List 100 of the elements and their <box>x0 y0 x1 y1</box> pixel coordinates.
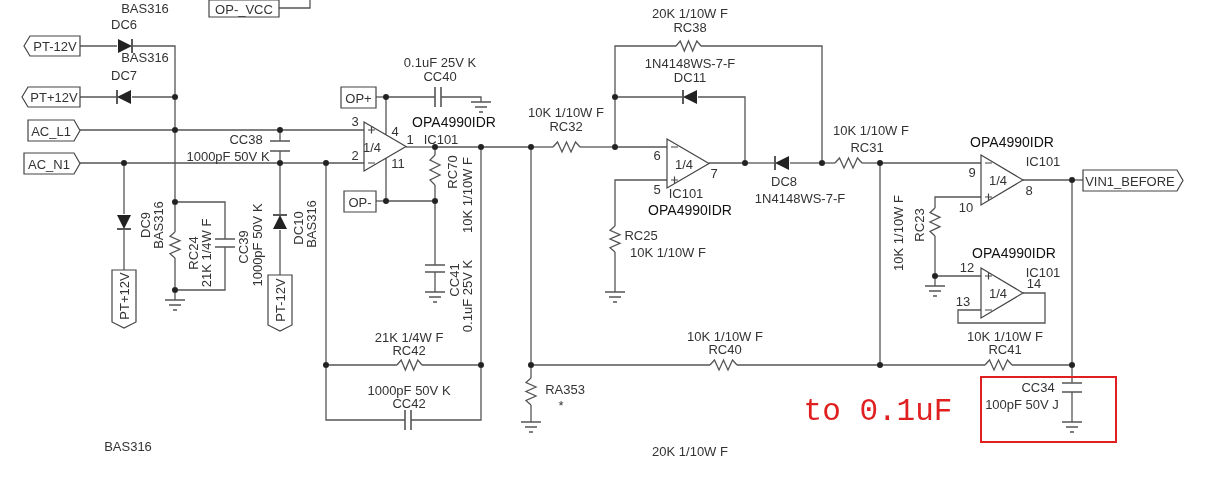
wire <box>530 149 532 363</box>
wire <box>328 162 365 164</box>
wire <box>617 146 668 148</box>
component-label: DC8 <box>771 174 797 188</box>
wire <box>1022 179 1070 181</box>
port-flag <box>1083 170 1183 191</box>
component-label: 10K 1/10W F <box>528 105 604 119</box>
wire <box>934 196 982 209</box>
port-flag <box>24 153 80 174</box>
component-label: BAS316 <box>104 439 152 453</box>
component-label: DC7 <box>111 68 137 82</box>
junction-dot <box>172 287 178 293</box>
resistor-symbol <box>835 157 862 169</box>
ground-symbol <box>165 300 185 310</box>
component-label: BAS316 <box>121 50 169 64</box>
wire <box>325 367 406 421</box>
wire <box>614 251 616 293</box>
wire <box>614 45 677 95</box>
component-label: 21K 1/4W F <box>199 218 213 288</box>
component-label: DC10 <box>291 211 305 245</box>
component-label: CC41 <box>447 263 461 297</box>
component-label: 12 <box>959 260 975 274</box>
component-label: CC40 <box>423 69 457 83</box>
wire <box>824 162 836 164</box>
junction-dot <box>528 362 534 368</box>
wire <box>617 96 683 98</box>
wire <box>131 96 173 98</box>
component-label: RC70 <box>445 155 459 189</box>
component-label: 1000pF 50V K <box>186 149 270 163</box>
junction-dot <box>877 362 883 368</box>
resistor-symbol <box>985 359 1012 371</box>
junction-dot <box>877 160 883 166</box>
component-label: 21K 1/4W F <box>374 330 444 344</box>
component-label: RC24 <box>186 236 200 270</box>
component-label: DC6 <box>111 17 137 31</box>
net-label: AC_N1 <box>28 157 70 170</box>
junction-dot <box>478 362 484 368</box>
wire <box>937 275 982 277</box>
component-label: 1 <box>406 132 414 146</box>
junction-dot <box>277 160 283 166</box>
wire <box>79 162 122 164</box>
part-number: OPA4990IDR <box>970 135 1054 149</box>
part-number: OPA4990IDR <box>412 115 496 129</box>
wire <box>789 162 820 164</box>
component-label: 100pF 50V J <box>985 397 1059 411</box>
component-label: CC38 <box>229 132 263 146</box>
junction-dot <box>383 198 389 204</box>
junction-dot <box>742 160 748 166</box>
capacitor-symbol <box>405 410 411 430</box>
component-label: 0.1uF 25V K <box>460 259 474 333</box>
diode-symbol <box>272 214 288 230</box>
wire <box>708 162 743 164</box>
port-flag <box>209 0 279 17</box>
component-label: CC42 <box>392 396 426 410</box>
component-label: RC38 <box>673 20 707 34</box>
wire <box>1071 367 1073 384</box>
junction-dot <box>612 144 618 150</box>
wire <box>934 278 936 287</box>
wire <box>177 129 278 131</box>
component-label: 10K 1/10W F <box>460 157 474 233</box>
resistor-symbol <box>929 208 941 236</box>
resistor-symbol <box>429 155 441 185</box>
resistor-symbol <box>553 141 580 153</box>
wire <box>79 129 173 131</box>
wire <box>882 364 986 366</box>
wire <box>861 162 878 164</box>
wire <box>421 364 479 366</box>
wire <box>579 146 613 148</box>
component-label: RC31 <box>850 140 884 154</box>
component-label: 10K 1/10W F <box>630 245 706 259</box>
wire <box>177 201 226 240</box>
ground-symbol <box>471 102 491 112</box>
junction-dot <box>1069 177 1075 183</box>
junction-dot <box>121 160 127 166</box>
component-label: 10 <box>958 200 974 214</box>
component-label: IC101 <box>1025 154 1061 168</box>
component-label: IC101 <box>423 132 459 146</box>
component-label: BAS316 <box>304 200 318 248</box>
wire <box>123 165 125 215</box>
junction-dot <box>323 362 329 368</box>
wire <box>174 292 176 301</box>
junction-dot <box>277 127 283 133</box>
wire <box>697 96 746 161</box>
wire <box>1074 179 1084 181</box>
port-flag <box>28 120 80 141</box>
component-label: 9 <box>968 165 976 179</box>
wire <box>1011 364 1070 366</box>
net-label: OP- <box>348 195 372 208</box>
wire <box>437 146 479 148</box>
ground-symbol <box>425 292 445 302</box>
highlight-box <box>980 376 1117 443</box>
capacitor-symbol <box>435 87 441 107</box>
wire <box>126 162 278 164</box>
wire <box>325 165 327 363</box>
wire <box>434 203 436 266</box>
wire <box>405 146 433 148</box>
component-label: 14 <box>1026 276 1042 290</box>
port-flag <box>112 270 136 328</box>
wire <box>736 364 878 366</box>
wire <box>700 45 823 161</box>
